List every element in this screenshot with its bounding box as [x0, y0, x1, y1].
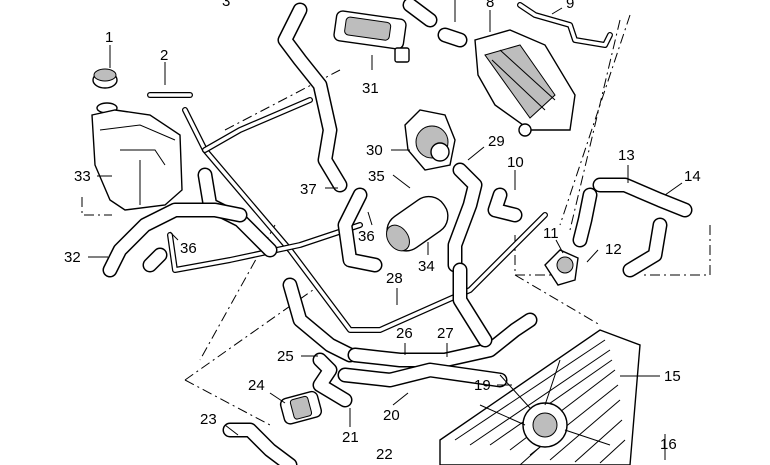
callout-16: 16: [660, 436, 677, 453]
callout-21: 21: [342, 429, 359, 446]
callout-34: 34: [418, 258, 435, 275]
callout-8: 8: [486, 0, 494, 11]
callout-25: 25: [277, 348, 294, 365]
callout-30: 30: [366, 142, 383, 159]
heater-valve-body: [386, 195, 449, 252]
callout-9: 9: [566, 0, 574, 12]
callout-20: 20: [383, 407, 400, 424]
outlet-housing: [544, 249, 579, 286]
expansion-tank: [91, 68, 183, 211]
callout-23: 23: [200, 411, 217, 428]
callout-36-left: 36: [180, 240, 197, 257]
radiator: [439, 329, 641, 465]
callout-37: 37: [300, 181, 317, 198]
callout-19: 19: [474, 377, 491, 394]
callout-22: 22: [376, 446, 393, 463]
callout-12: 12: [605, 241, 622, 258]
callout-32: 32: [64, 249, 81, 266]
callout-27: 27: [437, 325, 454, 342]
callout-15: 15: [664, 368, 681, 385]
callout-31: 31: [362, 80, 379, 97]
bracket-pipe: [517, 2, 613, 48]
callout-2: 2: [160, 47, 168, 64]
metal-pipes: [147, 92, 548, 333]
hoses: [102, 0, 693, 465]
callout-13: 13: [618, 147, 635, 164]
callout-36-center: 36: [358, 228, 375, 245]
thermostat-housing: [333, 10, 410, 63]
callout-1: 1: [105, 29, 113, 46]
leader-lines: [88, 0, 683, 460]
callout-11: 11: [543, 225, 559, 242]
callout-35: 35: [368, 168, 385, 185]
water-pump: [404, 109, 456, 171]
assembly-guide-lines: [81, 14, 711, 426]
valve-unit: [474, 29, 576, 137]
callout-24: 24: [248, 377, 265, 394]
callout-26: 26: [396, 325, 413, 342]
callout-14: 14: [684, 168, 701, 185]
callout-10: 10: [507, 154, 524, 171]
auxiliary-pump: [279, 390, 323, 425]
callout-33: 33: [74, 168, 91, 185]
callout-28: 28: [386, 270, 403, 287]
callout-7: 7: [450, 0, 458, 1]
callout-29: 29: [488, 133, 505, 150]
callout-3: 3: [222, 0, 230, 10]
callout-labels: 1 2 3 7 8 9 10 11 12 13 14 15 16 19 20 2…: [64, 0, 701, 463]
